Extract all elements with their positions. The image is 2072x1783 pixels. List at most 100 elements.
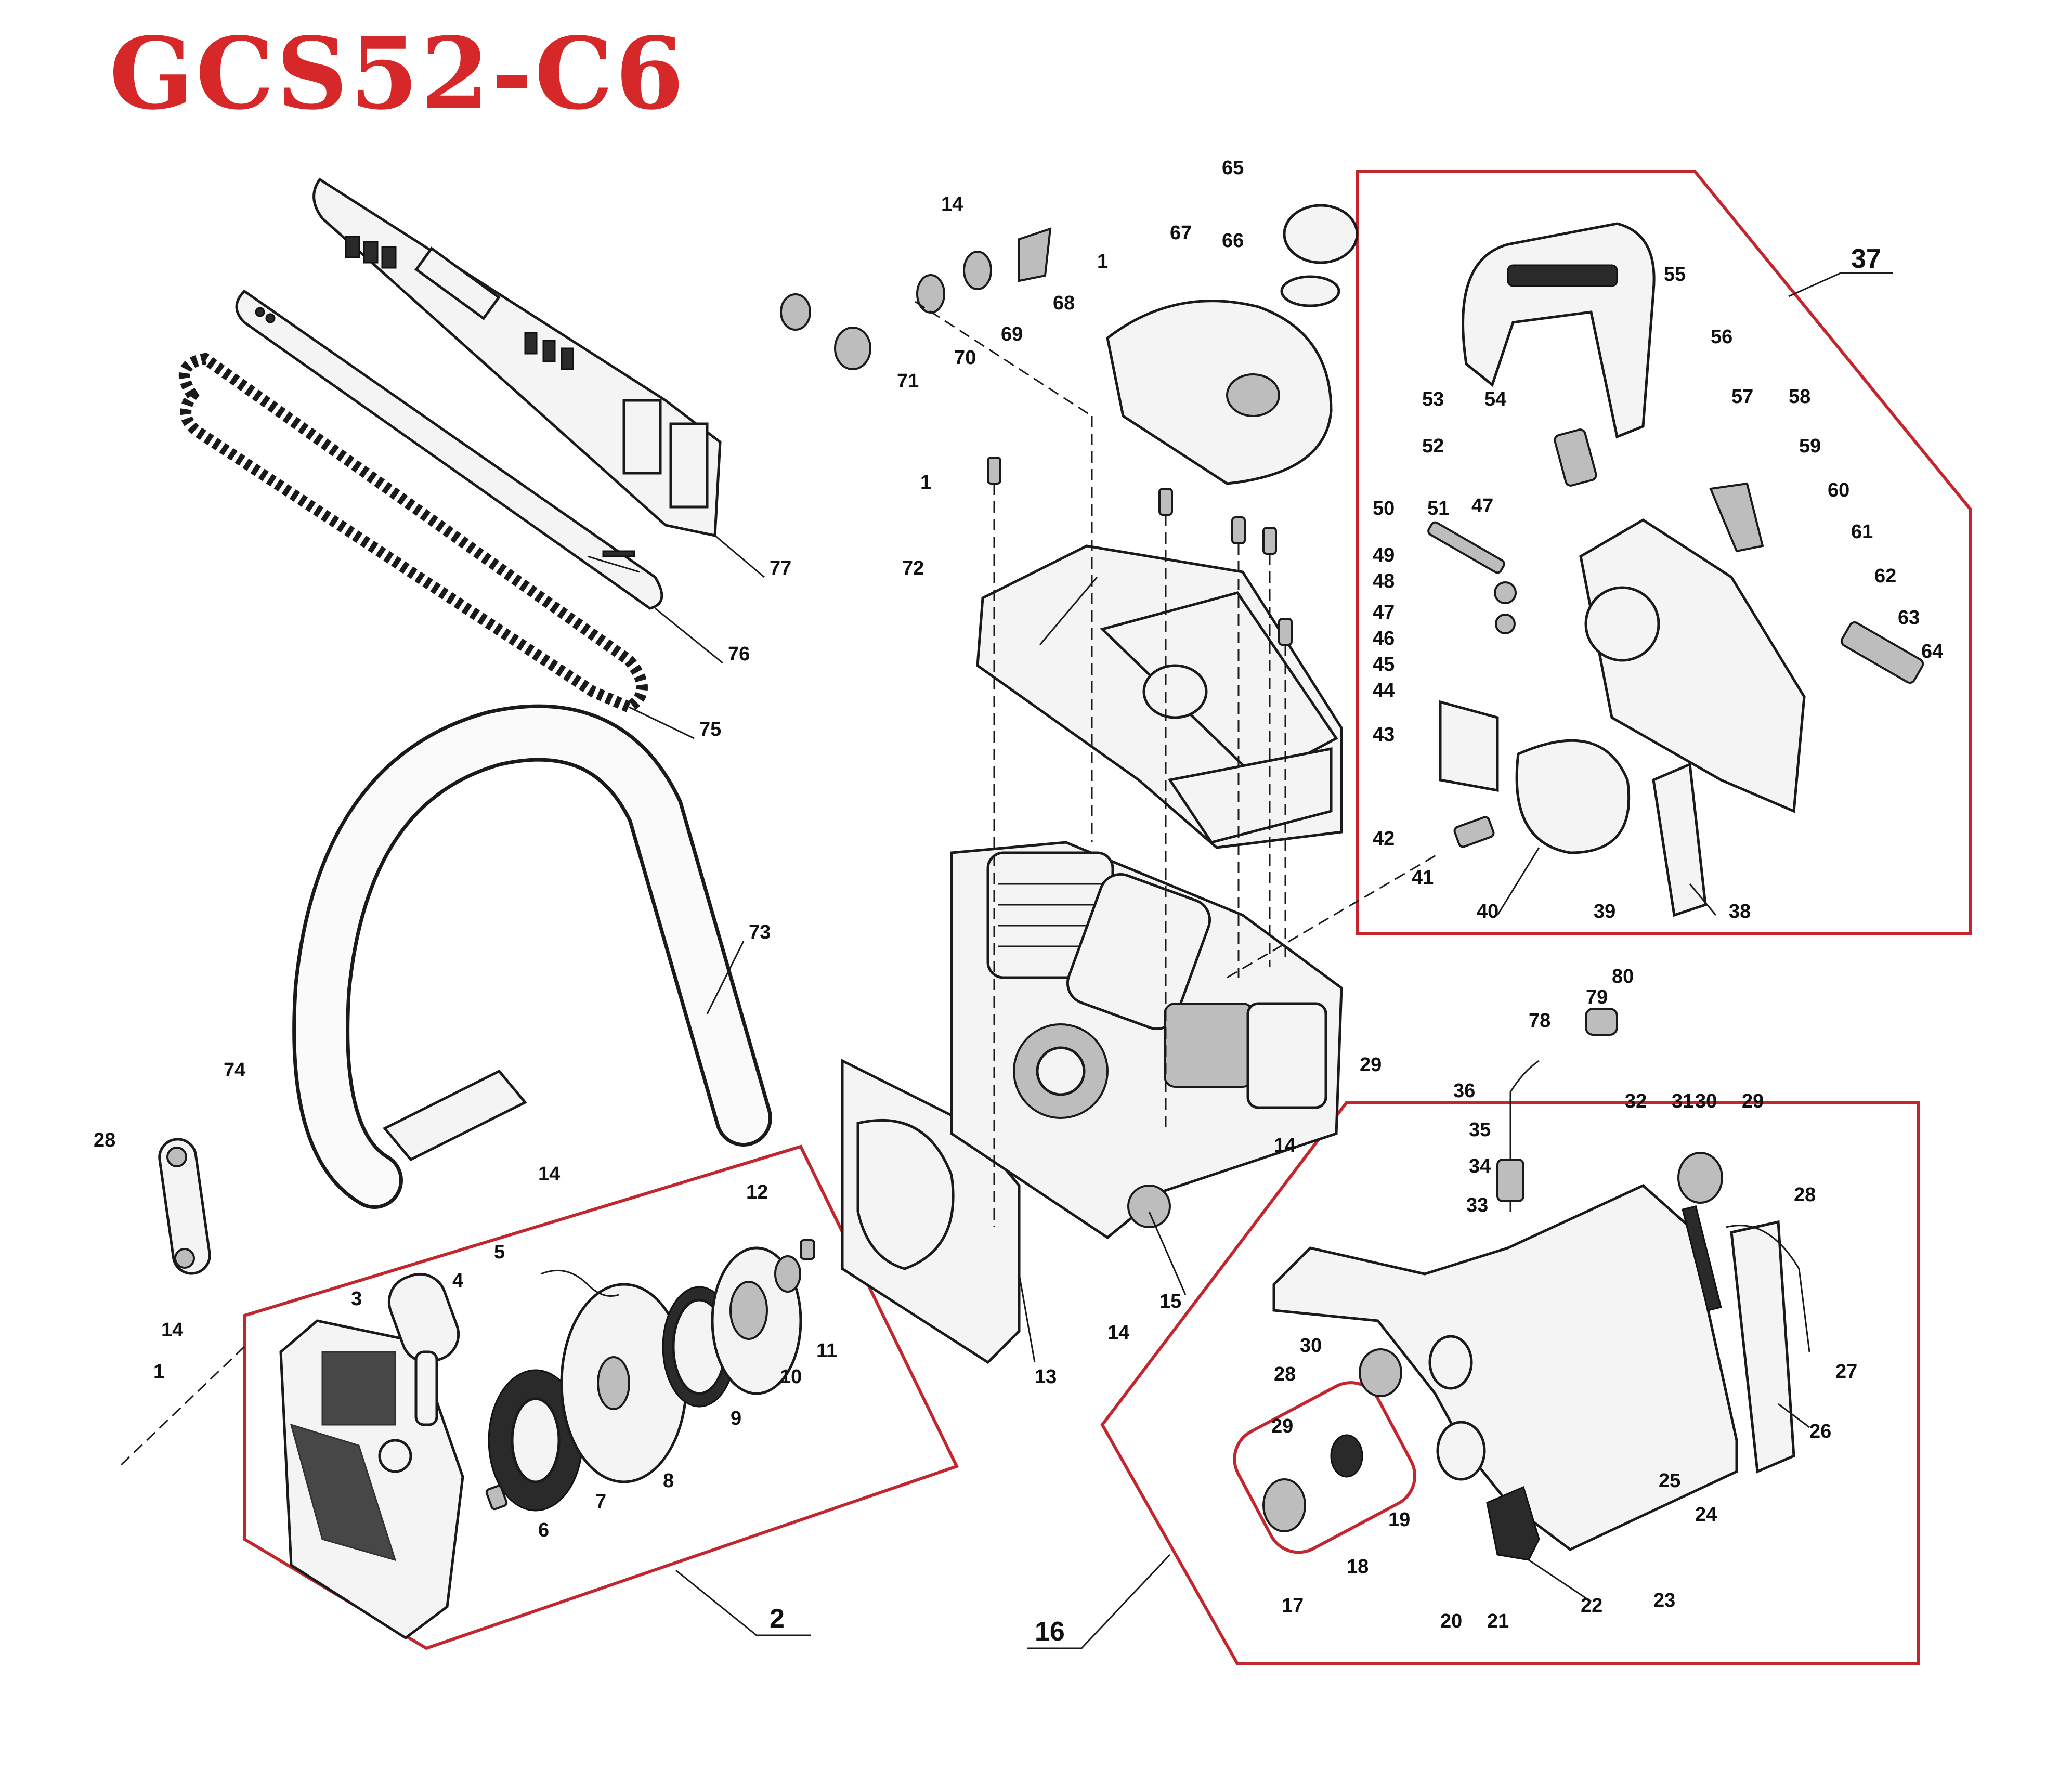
diagram-title: GCS52-C6 bbox=[109, 16, 686, 132]
label-55: 55 bbox=[1664, 264, 1686, 285]
label-11: 11 bbox=[816, 1340, 837, 1362]
label-80: 80 bbox=[1612, 966, 1634, 987]
label-34: 34 bbox=[1469, 1155, 1491, 1177]
leader-group-37 bbox=[1788, 272, 1893, 297]
label-78: 78 bbox=[1529, 1010, 1550, 1032]
starter-handle bbox=[387, 1272, 460, 1426]
starter-plate-8 bbox=[560, 1283, 688, 1483]
nut-71a bbox=[780, 293, 811, 331]
label-18: 18 bbox=[1347, 1556, 1369, 1578]
label-58: 58 bbox=[1789, 386, 1810, 408]
washer-70 bbox=[916, 274, 945, 314]
label-40: 40 bbox=[1477, 901, 1498, 922]
label-4: 4 bbox=[452, 1270, 463, 1292]
spring-27 bbox=[1726, 1225, 1810, 1352]
assembly-lines bbox=[119, 301, 1441, 1467]
label-14b: 14 bbox=[538, 1163, 560, 1185]
label-74: 74 bbox=[224, 1059, 245, 1081]
label-77: 77 bbox=[770, 557, 791, 579]
cap-17 bbox=[1262, 1434, 1363, 1532]
label-72: 72 bbox=[902, 557, 924, 579]
label-14d: 14 bbox=[1107, 1322, 1129, 1344]
label-1b: 1 bbox=[920, 472, 931, 493]
label-33: 33 bbox=[1466, 1194, 1488, 1216]
label-45: 45 bbox=[1373, 654, 1395, 675]
label-48: 48 bbox=[1373, 570, 1395, 592]
label-62: 62 bbox=[1874, 565, 1896, 587]
label-7: 7 bbox=[595, 1491, 606, 1513]
washer-11 bbox=[774, 1255, 801, 1293]
label-31: 31 bbox=[1672, 1090, 1693, 1112]
top-cover bbox=[976, 544, 1343, 849]
label-68: 68 bbox=[1053, 292, 1075, 314]
leader-group-16 bbox=[1027, 1554, 1171, 1649]
label-47b: 47 bbox=[1471, 495, 1493, 517]
label-19: 19 bbox=[1388, 1509, 1410, 1531]
label-46: 46 bbox=[1373, 628, 1395, 649]
label-42: 42 bbox=[1373, 828, 1395, 850]
label-54: 54 bbox=[1484, 388, 1506, 410]
label-14e: 14 bbox=[1274, 1135, 1296, 1156]
bracket-74 bbox=[158, 1138, 211, 1275]
washer-66 bbox=[1280, 275, 1340, 307]
label-66: 66 bbox=[1222, 230, 1244, 252]
label-21: 21 bbox=[1487, 1610, 1509, 1632]
label-59: 59 bbox=[1799, 435, 1821, 457]
label-23: 23 bbox=[1653, 1590, 1675, 1611]
group-label-37: 37 bbox=[1851, 244, 1881, 274]
label-79: 79 bbox=[1586, 986, 1608, 1008]
label-65: 65 bbox=[1222, 157, 1244, 179]
side-cover-26 bbox=[1730, 1220, 1795, 1474]
label-8: 8 bbox=[663, 1470, 674, 1492]
screw-12 bbox=[800, 1239, 815, 1260]
label-52: 52 bbox=[1422, 435, 1444, 457]
throttle-trigger-22 bbox=[1486, 1486, 1540, 1561]
label-56: 56 bbox=[1711, 326, 1732, 348]
label-30b: 30 bbox=[1695, 1090, 1717, 1112]
label-5: 5 bbox=[494, 1241, 505, 1263]
label-49: 49 bbox=[1373, 544, 1395, 566]
label-17: 17 bbox=[1282, 1595, 1304, 1617]
label-1c: 1 bbox=[153, 1361, 164, 1383]
label-15: 15 bbox=[1159, 1291, 1181, 1312]
label-36: 36 bbox=[1453, 1080, 1475, 1102]
label-57: 57 bbox=[1731, 386, 1753, 408]
label-63: 63 bbox=[1898, 607, 1920, 629]
label-14a: 14 bbox=[941, 193, 963, 215]
starter-pulley-7 bbox=[488, 1369, 583, 1512]
label-12: 12 bbox=[746, 1181, 768, 1203]
label-10: 10 bbox=[780, 1366, 802, 1388]
label-47a: 47 bbox=[1373, 602, 1395, 623]
fuel-line-36 bbox=[1496, 1060, 1540, 1212]
label-50: 50 bbox=[1373, 498, 1395, 519]
rear-handle bbox=[1272, 1184, 1738, 1551]
group-box-37 bbox=[1356, 170, 1972, 935]
label-44: 44 bbox=[1373, 680, 1395, 701]
label-41: 41 bbox=[1412, 867, 1434, 889]
label-26: 26 bbox=[1809, 1421, 1831, 1442]
guide-bar bbox=[235, 289, 663, 610]
label-28b: 28 bbox=[1274, 1363, 1296, 1385]
brake-housing bbox=[1515, 518, 1806, 917]
label-14c: 14 bbox=[161, 1319, 183, 1341]
label-61: 61 bbox=[1851, 521, 1873, 543]
grommet-78 bbox=[1585, 1008, 1618, 1036]
label-20: 20 bbox=[1440, 1610, 1462, 1632]
label-43: 43 bbox=[1373, 724, 1395, 746]
label-22: 22 bbox=[1581, 1595, 1602, 1617]
label-24: 24 bbox=[1695, 1504, 1717, 1526]
label-39: 39 bbox=[1594, 901, 1615, 922]
callouts: 2 16 37 1 1 1 3 4 5 6 7 8 9 10 11 12 13 … bbox=[94, 157, 1943, 1647]
fuel-cap-65 bbox=[1283, 204, 1359, 264]
label-29c: 29 bbox=[1742, 1090, 1764, 1112]
label-13: 13 bbox=[1035, 1366, 1057, 1388]
brake-plates bbox=[1439, 700, 1499, 848]
label-67: 67 bbox=[1170, 222, 1192, 244]
bracket-68 bbox=[1018, 227, 1052, 282]
label-1: 1 bbox=[1097, 251, 1108, 272]
label-leaders bbox=[629, 535, 1810, 1603]
brake-spring-63-64 bbox=[1840, 621, 1924, 684]
label-76: 76 bbox=[728, 643, 750, 665]
label-25: 25 bbox=[1659, 1470, 1680, 1492]
